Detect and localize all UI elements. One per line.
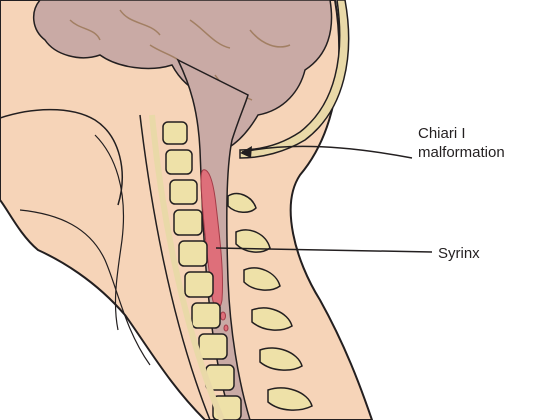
syrinx-label: Syrinx (438, 244, 480, 263)
syrinx-droplet-2 (224, 325, 228, 331)
syrinx-droplet-1 (221, 312, 226, 320)
chiari-label-line1: Chiari I (418, 124, 505, 143)
chiari-label: Chiari I malformation (418, 124, 505, 162)
chiari-label-line2: malformation (418, 143, 505, 162)
